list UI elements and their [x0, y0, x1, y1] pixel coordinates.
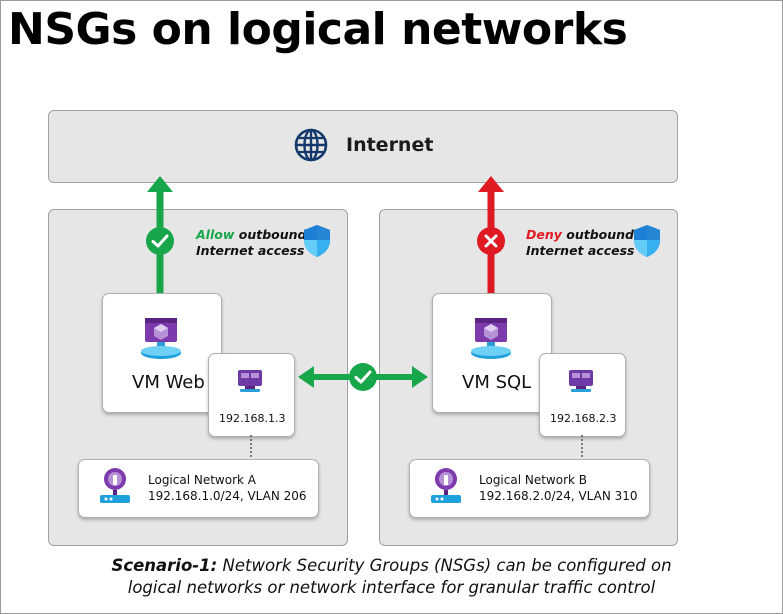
vm-web-label: VM Web: [132, 372, 205, 393]
caption-lead: Scenario-1:: [111, 556, 218, 575]
logical-network-b-name: Logical Network B: [479, 473, 588, 487]
right-shield-icon: [634, 225, 660, 257]
internet-box: [48, 110, 678, 183]
caption-line2: logical networks or network interface fo…: [127, 578, 656, 597]
nic-allow-check-icon: [349, 363, 377, 391]
vm-sql-label: VM SQL: [462, 372, 532, 393]
logical-network-b-icon: [431, 468, 461, 503]
nic-a-icon: [238, 370, 262, 392]
page-title: NSGs on logical networks: [8, 4, 628, 55]
nic-b-card: [539, 353, 626, 437]
deny-word: Deny: [526, 227, 562, 242]
left-policy-text: Allow outbound Internet access: [196, 227, 307, 258]
right-policy-text: Deny outbound Internet access: [526, 227, 635, 258]
nic-b-connector: [581, 435, 583, 461]
allow-check-icon: [146, 227, 174, 255]
allow-word: Allow: [196, 227, 235, 242]
nic-a-connector: [250, 435, 252, 461]
nic-b-ip: 192.168.2.3: [550, 412, 617, 425]
logical-network-b-text: Logical Network B 192.168.2.0/24, VLAN 3…: [479, 472, 638, 504]
scenario-caption: Scenario-1: Network Security Groups (NSG…: [0, 555, 783, 599]
caption-line1: Network Security Groups (NSGs) can be co…: [217, 556, 672, 575]
nic-a-ip: 192.168.1.3: [219, 412, 286, 425]
logical-network-b-detail: 192.168.2.0/24, VLAN 310: [479, 489, 638, 503]
globe-icon: [294, 128, 328, 162]
nic-b-icon: [569, 370, 593, 392]
left-shield-icon: [304, 225, 330, 257]
logical-network-a-text: Logical Network A 192.168.1.0/24, VLAN 2…: [148, 472, 307, 504]
vm-sql-icon: [471, 318, 511, 359]
logical-network-a-name: Logical Network A: [148, 473, 256, 487]
vm-web-icon: [141, 318, 181, 359]
deny-x-icon: [477, 227, 505, 255]
nic-a-card: [208, 353, 295, 437]
internet-label: Internet: [346, 134, 434, 156]
logical-network-a-detail: 192.168.1.0/24, VLAN 206: [148, 489, 307, 503]
logical-network-a-icon: [100, 468, 130, 503]
